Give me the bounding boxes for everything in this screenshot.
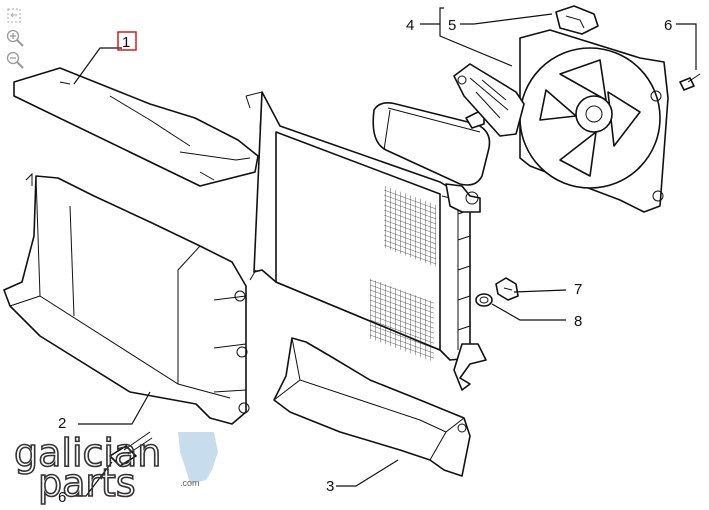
logo-line2: parts [38, 461, 136, 505]
part-6-screw-top[interactable] [679, 73, 701, 91]
part-8-washer[interactable] [475, 293, 493, 307]
part-1-upper-cover[interactable] [13, 67, 259, 187]
fit-screen-button[interactable] [4, 6, 26, 26]
radiator[interactable] [245, 91, 487, 391]
zoom-out-button[interactable] [4, 50, 26, 70]
part-6-screw-bottom[interactable] [109, 431, 153, 467]
callout-5[interactable]: 5 [448, 17, 456, 34]
callout-6-bottom[interactable]: 6 [58, 489, 66, 506]
callout-1-highlight-box [117, 31, 137, 51]
callout-7[interactable]: 7 [574, 281, 582, 298]
part-7-temperature-sensor[interactable] [495, 277, 519, 301]
logo-suffix: .com [180, 478, 200, 488]
fit-screen-icon [7, 8, 21, 23]
callout-1[interactable]: 1 [122, 34, 130, 51]
part-2-air-duct[interactable] [3, 172, 250, 425]
callout-6-top[interactable]: 6 [664, 17, 672, 34]
fan-bracket[interactable] [453, 63, 525, 137]
part-3-deflector[interactable] [273, 337, 471, 477]
expansion-tank[interactable] [372, 102, 491, 213]
zoom-out-icon [6, 51, 24, 69]
callout-3[interactable]: 3 [326, 478, 334, 495]
callout-2[interactable]: 2 [58, 415, 66, 432]
zoom-in-button[interactable] [4, 28, 26, 48]
fan-assembly[interactable] [519, 29, 669, 213]
zoom-in-icon [6, 29, 24, 47]
callout-8[interactable]: 8 [574, 313, 582, 330]
callout-4[interactable]: 4 [406, 17, 414, 34]
galicianparts-logo: galician parts .com [13, 430, 218, 506]
logo-line1: galician [14, 431, 161, 475]
part-5-connector[interactable] [555, 5, 599, 35]
